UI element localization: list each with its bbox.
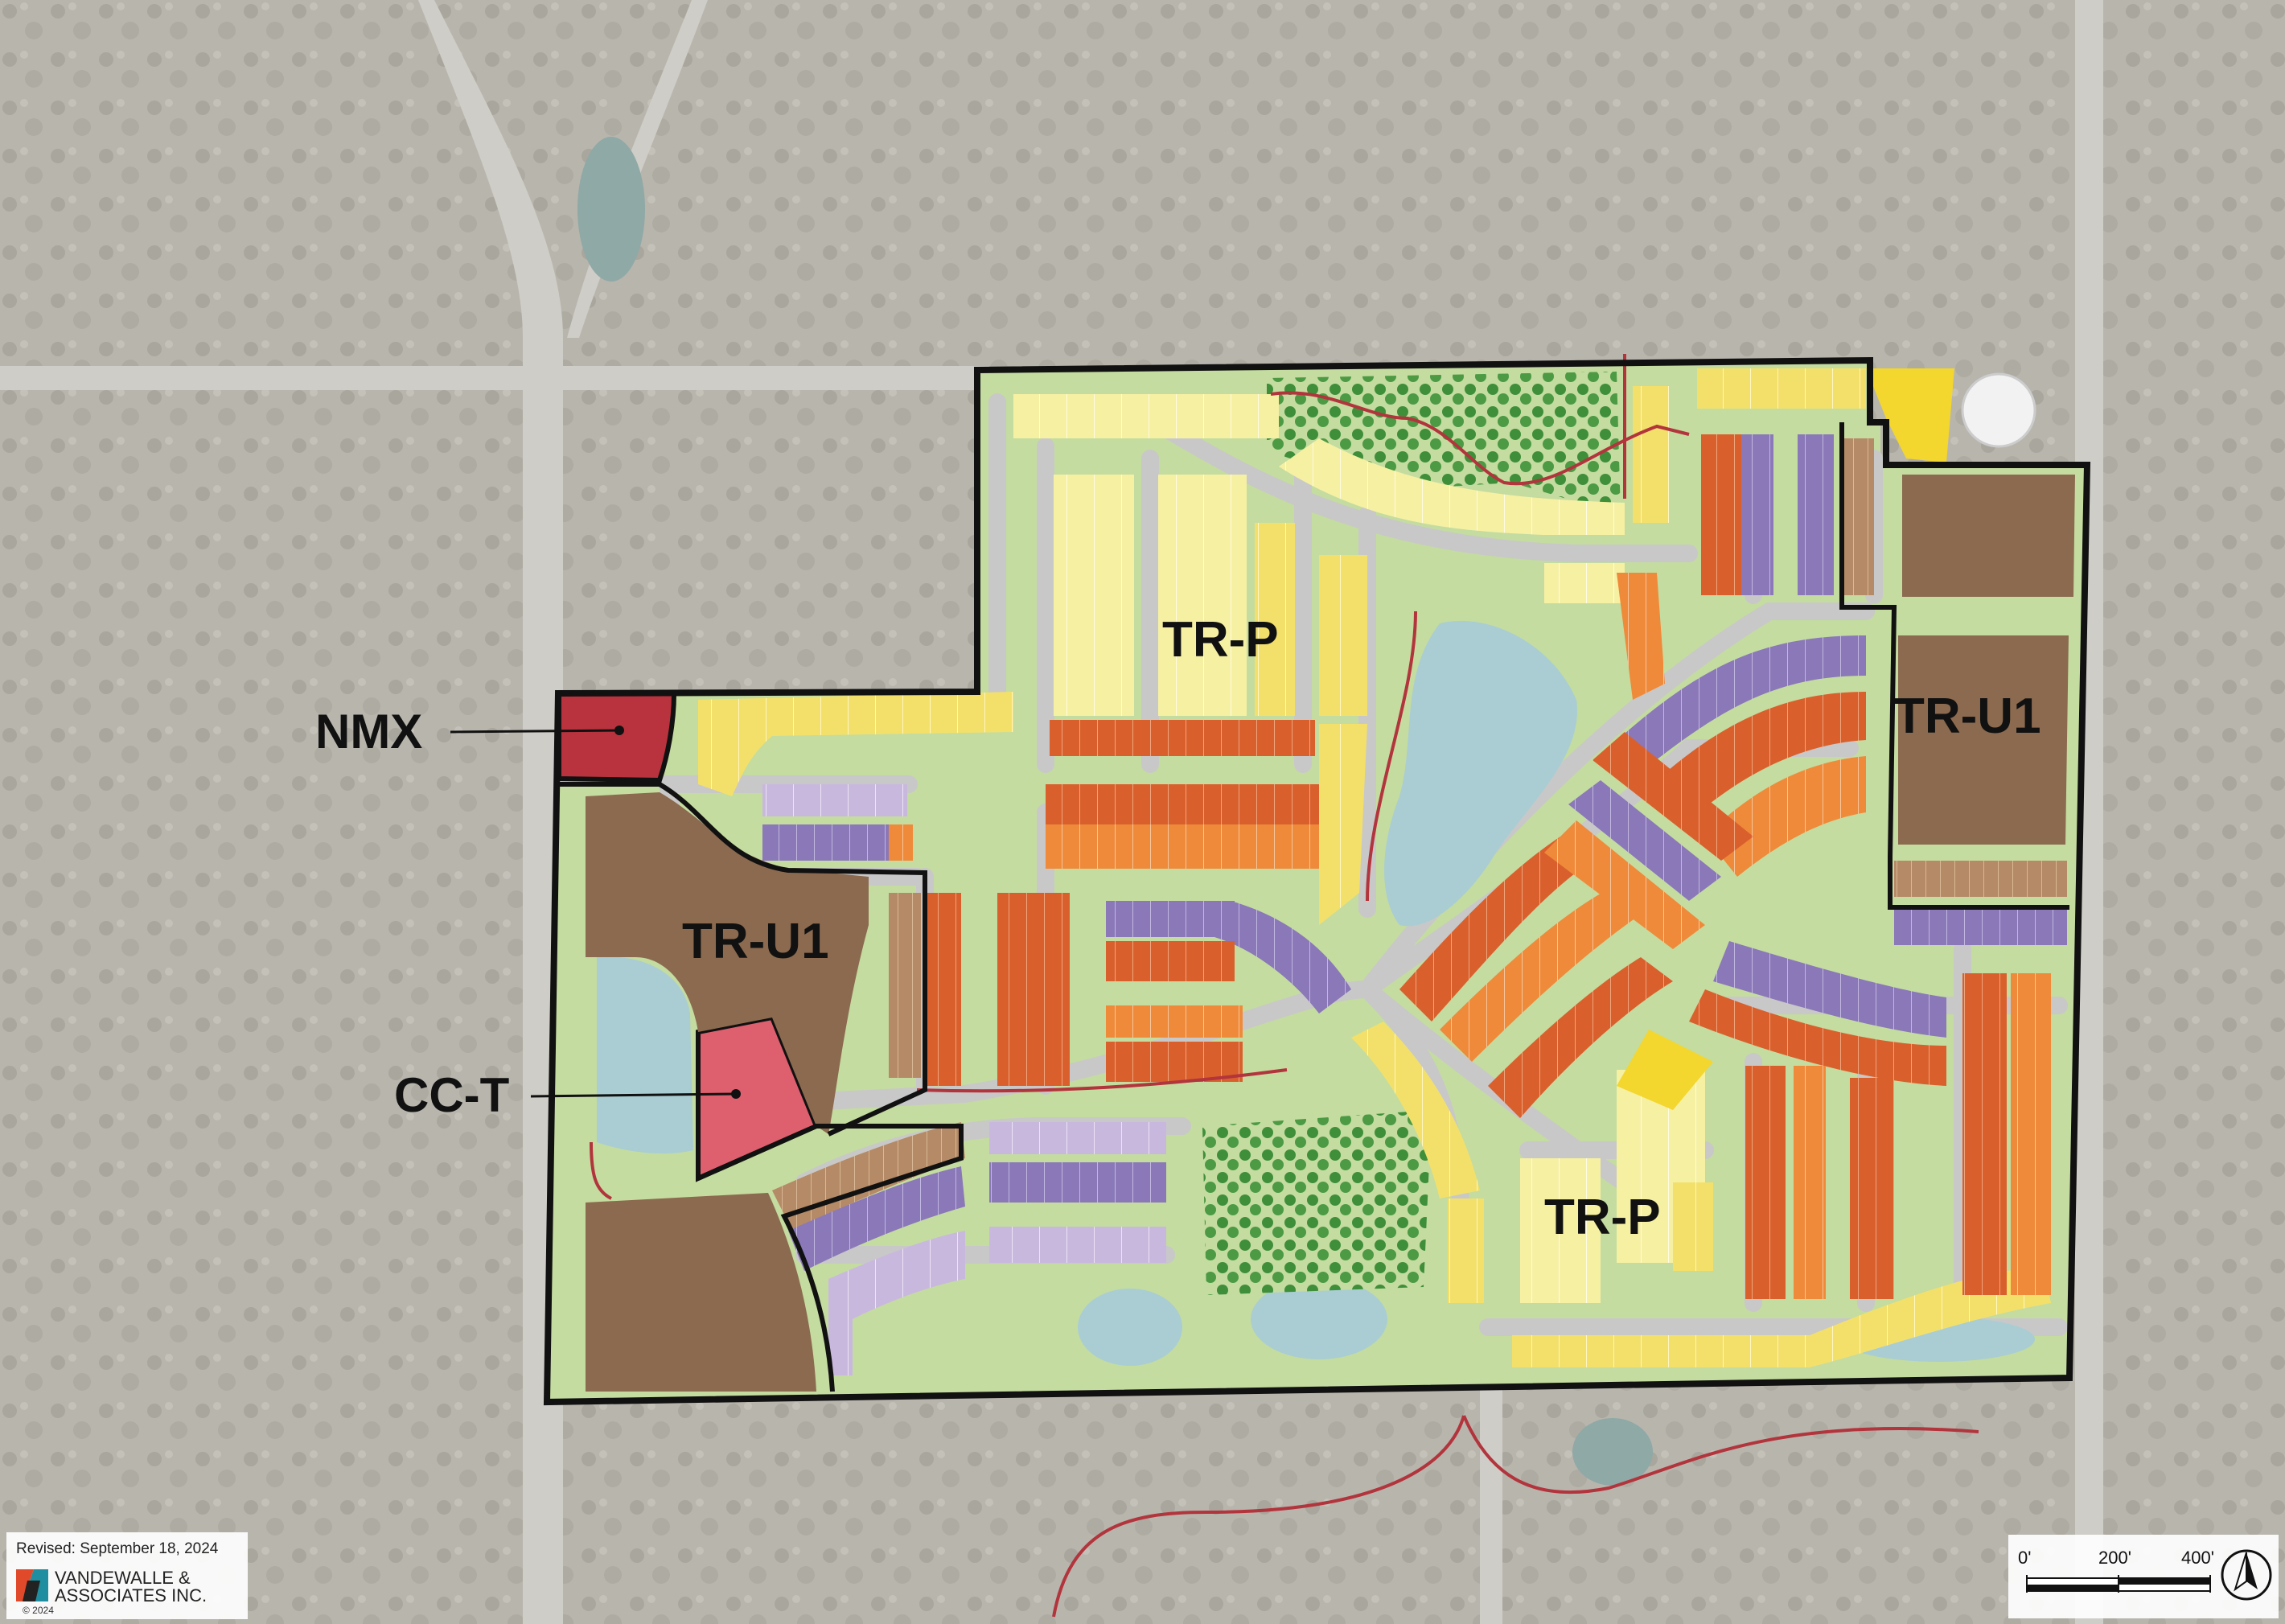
revised-date: Revised: September 18, 2024 bbox=[16, 1540, 219, 1557]
townhome-lots bbox=[925, 434, 2067, 1299]
firm-name-line2: ASSOCIATES INC. bbox=[55, 1585, 208, 1605]
firm-name-line1: VANDEWALLE & bbox=[55, 1568, 191, 1588]
scale-tick-0: 0' bbox=[2018, 1548, 2032, 1568]
southwest-outline bbox=[697, 1124, 964, 1392]
offsite-pond-north bbox=[577, 137, 645, 282]
highway-ramp bbox=[418, 0, 563, 1624]
callout-label-cct: CC-T bbox=[394, 1068, 510, 1122]
south-pond-1 bbox=[1078, 1289, 1182, 1366]
nmx-leader-line bbox=[450, 729, 620, 734]
callout-label-nmx: NMX bbox=[315, 705, 423, 759]
south-woodland bbox=[1202, 1110, 1432, 1295]
water-tower bbox=[1961, 372, 2036, 448]
nmx-parcel bbox=[557, 691, 677, 783]
tru1-west-outline bbox=[558, 782, 927, 1137]
nmx-leader-dot bbox=[614, 726, 624, 735]
scale-bar bbox=[2026, 1575, 2211, 1593]
zone-label-trp-south: TR-P bbox=[1544, 1190, 1661, 1245]
revision-block: Revised: September 18, 2024 VANDEWALLE &… bbox=[6, 1532, 248, 1619]
site-boundary bbox=[543, 356, 2091, 1406]
offsite-pond-south bbox=[1572, 1418, 1653, 1486]
tru1-southwest-parcel bbox=[586, 1193, 816, 1392]
east-west-road bbox=[0, 366, 989, 390]
trp-north-lots bbox=[698, 368, 1954, 925]
tru1-east-parcel bbox=[1898, 635, 2069, 845]
tru1-east-outline bbox=[1839, 422, 2069, 910]
west-pond bbox=[597, 956, 693, 1154]
zone-label-tru1-east: TR-U1 bbox=[1894, 689, 2041, 744]
cct-leader-line bbox=[530, 1092, 737, 1098]
south-road bbox=[1480, 1383, 1502, 1624]
tru1-east-parcel-north bbox=[1902, 475, 2075, 597]
zone-label-tru1-west: TR-U1 bbox=[682, 914, 829, 969]
scale-tick-200: 200' bbox=[2098, 1548, 2131, 1568]
trails bbox=[590, 354, 1979, 1618]
copyright: © 2024 bbox=[23, 1605, 54, 1616]
tru1-west-parcel bbox=[586, 792, 869, 1134]
south-pond-2 bbox=[1251, 1279, 1387, 1359]
east-tan-strip bbox=[1842, 438, 1874, 595]
firm-logo-icon bbox=[16, 1569, 48, 1601]
cct-leader-dot bbox=[731, 1089, 741, 1099]
scale-tick-400: 400' bbox=[2181, 1548, 2214, 1568]
zone-label-trp-north: TR-P bbox=[1162, 612, 1279, 668]
scale-and-north-block: 0' 200' 400' bbox=[2008, 1535, 2279, 1618]
central-pond bbox=[1384, 620, 1577, 927]
north-arrow-icon bbox=[2221, 1549, 2272, 1601]
trp-south-lots bbox=[1351, 1022, 2051, 1367]
